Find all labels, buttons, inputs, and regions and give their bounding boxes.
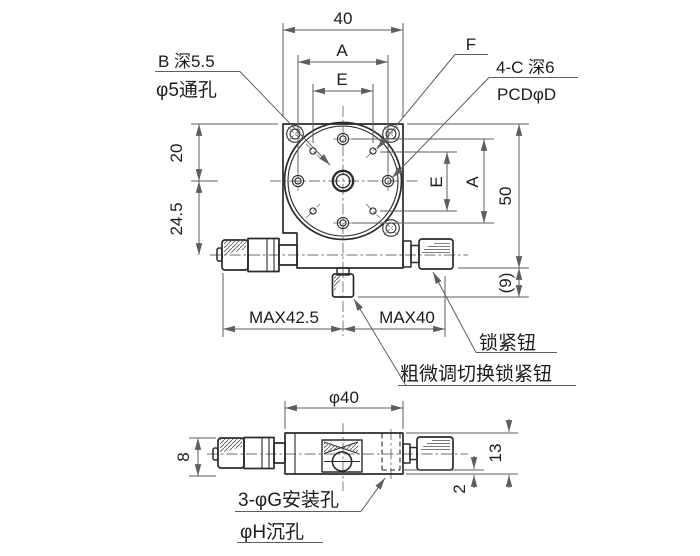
lock-knob[interactable]	[402, 238, 454, 270]
side-body	[284, 432, 404, 475]
centerlines	[210, 106, 468, 336]
dim-right-e: E	[427, 176, 446, 187]
dim-right-a: A	[463, 176, 482, 188]
label-coarse-fine-knob: 粗微调切换锁紧钮	[400, 363, 552, 385]
extension-lines-side	[189, 401, 518, 477]
dim-right-50: 50	[496, 187, 515, 206]
micrometer-head[interactable]	[216, 237, 298, 273]
cardinal-holes	[291, 132, 395, 230]
dim-span-a-top: A	[336, 41, 348, 60]
dim-max-right: MAX40	[379, 308, 435, 327]
leader-lines-main	[155, 54, 578, 386]
main-view: 40 A E 20 24.5 E A 50 (9) MAX42.5 MAX40 …	[155, 9, 578, 386]
side-lock-knob[interactable]	[402, 436, 454, 471]
coarse-fine-switch-knob[interactable]	[331, 267, 355, 298]
dimension-lines-side	[194, 404, 513, 488]
leader-lines-side	[235, 477, 386, 543]
dim-width-top: 40	[334, 9, 353, 28]
side-view: φ40 8 13 2 3-φG安装孔 φH沉孔	[174, 388, 518, 543]
texts-side: φ40 8 13 2 3-φG安装孔 φH沉孔	[174, 388, 505, 543]
extension-lines-main	[191, 23, 529, 337]
label-counterbore: φH沉孔	[240, 521, 304, 543]
hidden-counterbore-hole	[381, 433, 401, 471]
centerlines-side	[207, 423, 468, 491]
center-hole	[331, 169, 355, 193]
label-center-hole-2: φ5通孔	[156, 79, 217, 101]
dim-max-left: MAX42.5	[249, 308, 319, 327]
label-lock-knob: 锁紧钮	[479, 332, 536, 354]
label-tap-2: PCDφD	[497, 85, 556, 104]
dim-13: 13	[486, 444, 505, 463]
label-mounting-holes: 3-φG安装孔	[238, 489, 339, 511]
dim-2: 2	[450, 484, 469, 493]
label-tap-1: 4-C 深6	[496, 58, 555, 77]
dim-left-24-5: 24.5	[167, 202, 186, 235]
diagonal-holes	[309, 147, 377, 215]
dimension-lines-main	[195, 26, 523, 333]
label-center-hole-1: B 深5.5	[158, 52, 215, 71]
side-switch-block	[321, 439, 363, 473]
dim-8: 8	[174, 452, 193, 461]
rotary-platform-inner	[287, 125, 399, 237]
dim-left-20: 20	[167, 144, 186, 163]
stage-body-outline	[282, 123, 404, 269]
dim-right-9: (9)	[496, 273, 515, 294]
dim-phi40: φ40	[329, 388, 359, 407]
side-micrometer-head[interactable]	[212, 436, 286, 470]
rotary-platform-outer	[283, 121, 403, 241]
dim-span-e-top: E	[336, 70, 347, 89]
texts-main: 40 A E 20 24.5 E A 50 (9) MAX42.5 MAX40 …	[156, 9, 556, 385]
label-f: F	[466, 35, 476, 54]
